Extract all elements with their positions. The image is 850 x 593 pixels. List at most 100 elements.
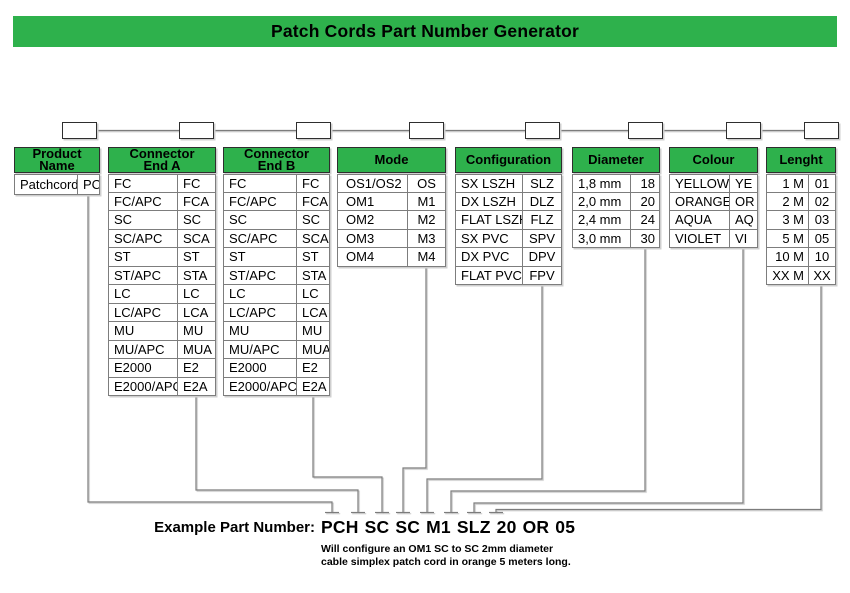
code-cell: LC xyxy=(178,285,215,303)
table-row: PatchcordPCH xyxy=(14,174,100,195)
column-header-configuration: Configuration xyxy=(455,147,562,173)
column-header-line: Diameter xyxy=(588,151,644,167)
column-header-line: Colour xyxy=(692,151,735,167)
code-cell: SCA xyxy=(297,229,329,247)
code-cell: 10 xyxy=(809,248,835,266)
value-cell: OM2 xyxy=(338,211,408,229)
value-cell: OM4 xyxy=(338,248,408,266)
code-cell: E2A xyxy=(178,377,215,395)
value-cell: FLAT PVC xyxy=(456,266,523,284)
code-cell: LCA xyxy=(297,303,329,321)
value-cell: ST xyxy=(224,248,297,266)
value-cell: SX LSZH xyxy=(456,175,523,192)
value-cell: ORANGE xyxy=(670,192,730,210)
value-cell: 10 M xyxy=(767,248,809,266)
code-cell: DPV xyxy=(523,248,561,266)
value-cell: SC/APC xyxy=(109,229,178,247)
code-cell: SCA xyxy=(178,229,215,247)
part-slot-box xyxy=(627,122,663,139)
value-cell: VIOLET xyxy=(670,229,730,247)
value-cell: SC xyxy=(109,211,178,229)
value-cell: MU xyxy=(109,322,178,340)
column-header-line: End A xyxy=(143,158,181,173)
code-cell: M1 xyxy=(408,192,445,210)
value-cell: FC/APC xyxy=(109,192,178,210)
code-cell: E2A xyxy=(297,377,329,395)
code-cell: PCH xyxy=(78,175,99,194)
code-cell: LCA xyxy=(178,303,215,321)
code-cell: 24 xyxy=(631,211,659,229)
part-slot-box xyxy=(803,122,839,139)
code-cell: M3 xyxy=(408,229,445,247)
value-cell: XX M xyxy=(767,266,809,284)
value-cell: OS1/OS2 xyxy=(338,175,408,192)
value-cell: 3 M xyxy=(767,211,809,229)
value-cell: YELLOW xyxy=(670,175,730,192)
value-cell: SC/APC xyxy=(224,229,297,247)
column-header-line: Lenght xyxy=(779,151,823,167)
wire-connector-end-a xyxy=(195,396,359,512)
code-cell: 05 xyxy=(809,229,835,247)
code-cell: FCA xyxy=(178,192,215,210)
value-cell: LC/APC xyxy=(224,303,297,321)
wire-connector-end-b xyxy=(312,396,383,512)
value-cell: FC xyxy=(109,175,178,192)
column-header-mode: Mode xyxy=(337,147,446,173)
value-cell: LC xyxy=(224,285,297,303)
example-caption-line: cable simplex patch cord in orange 5 met… xyxy=(321,556,571,568)
column-header-line: Mode xyxy=(374,151,409,167)
value-cell: SC xyxy=(224,211,297,229)
wire-lenght xyxy=(495,285,822,512)
code-cell: E2 xyxy=(297,359,329,377)
column-header-line: Connector xyxy=(129,145,195,161)
code-cell: MUA xyxy=(178,340,215,358)
code-cell: M4 xyxy=(408,248,445,266)
code-cell: SLZ xyxy=(523,175,561,192)
code-cell: 30 xyxy=(631,229,659,247)
code-cell: STA xyxy=(178,266,215,284)
value-cell: OM1 xyxy=(338,192,408,210)
column-header-line: End B xyxy=(257,158,296,173)
code-cell: FC xyxy=(297,175,329,192)
code-cell: VI xyxy=(730,229,757,247)
example-caption: Will configure an OM1 SC to SC 2mm diame… xyxy=(321,543,571,569)
value-cell: Patchcord xyxy=(15,175,78,194)
value-cell: 1,8 mm xyxy=(573,175,631,192)
value-cell: E2000 xyxy=(109,359,178,377)
value-cell: 1 M xyxy=(767,175,809,192)
value-cell: LC xyxy=(109,285,178,303)
code-cell: SC xyxy=(178,211,215,229)
value-cell: E2000/APC xyxy=(109,377,178,395)
column-header-colour: Colour xyxy=(669,147,758,173)
wire-mode xyxy=(402,266,427,512)
code-cell: 02 xyxy=(809,192,835,210)
